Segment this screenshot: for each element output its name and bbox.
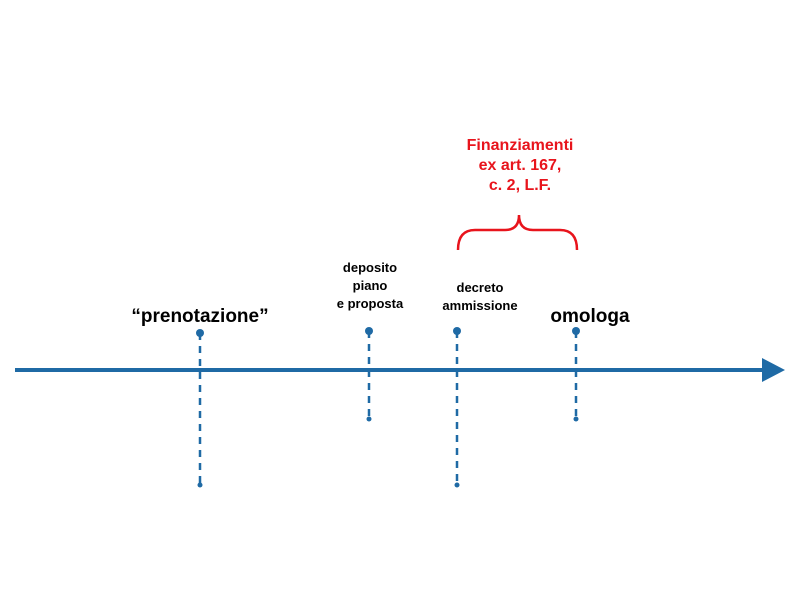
event-label-decreto: decreto ammissione bbox=[405, 279, 555, 315]
event-label-line: e proposta bbox=[336, 296, 404, 311]
event-label-line: ammissione bbox=[442, 298, 518, 313]
annotation-line: Finanziamenti bbox=[466, 137, 574, 154]
timeline-arrowhead bbox=[762, 358, 785, 382]
event-marker-omologa bbox=[572, 327, 580, 422]
event-marker-prenotazione bbox=[196, 329, 204, 488]
event-label-line: piano bbox=[352, 278, 388, 293]
event-label-line: deposito bbox=[342, 260, 398, 275]
annotation-line: c. 2, L.F. bbox=[488, 177, 552, 194]
annotation-line: ex art. 167, bbox=[478, 157, 562, 174]
annotation-label: Finanziamenti ex art. 167, c. 2, L.F. bbox=[420, 136, 620, 196]
event-label-prenotazione: “prenotazione” bbox=[100, 306, 300, 328]
annotation-brace bbox=[456, 214, 579, 251]
event-label-deposito: deposito piano e proposta bbox=[300, 259, 440, 313]
event-label-line: “prenotazione” bbox=[131, 306, 269, 327]
event-label-line: decreto bbox=[456, 280, 504, 295]
event-marker-deposito bbox=[365, 327, 373, 422]
event-label-omologa: omologa bbox=[530, 306, 650, 328]
event-marker-decreto bbox=[453, 327, 461, 488]
event-label-line: omologa bbox=[550, 306, 630, 327]
